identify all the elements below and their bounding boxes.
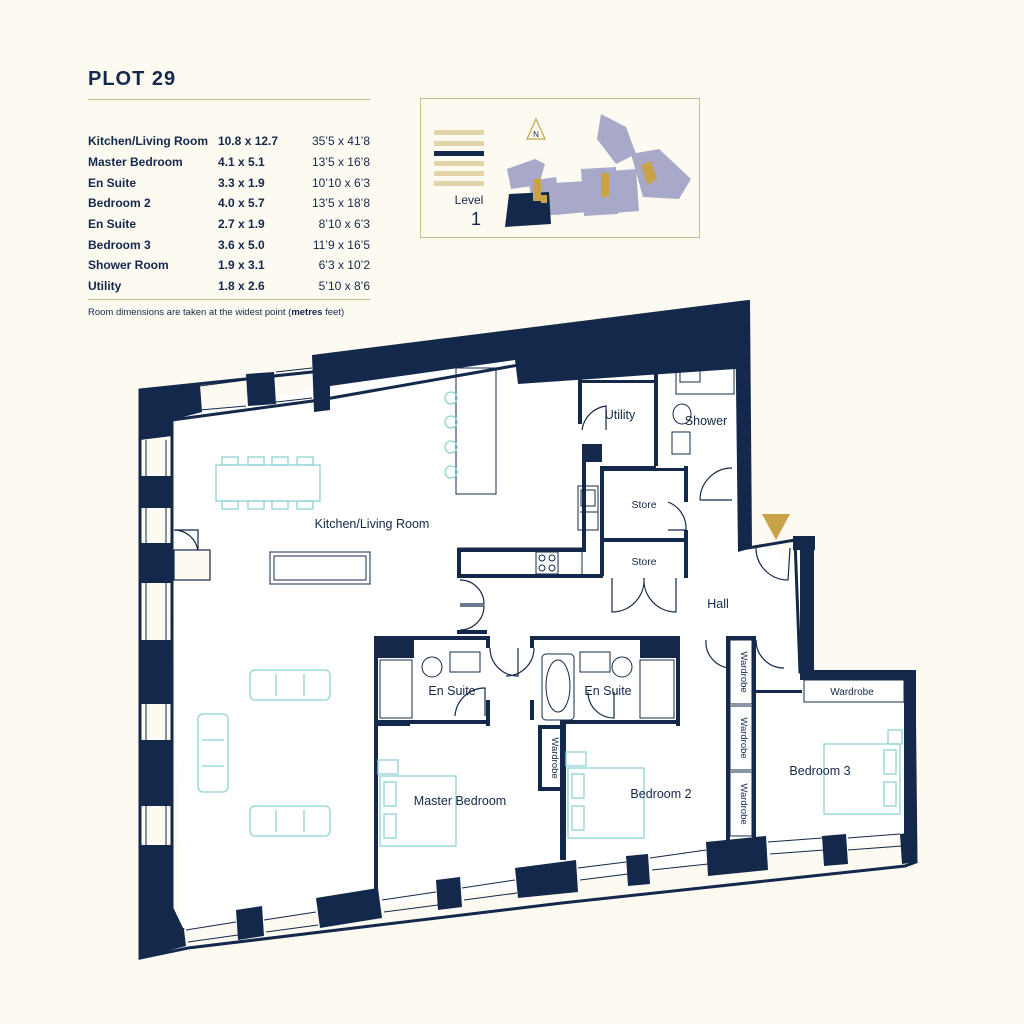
label-wardrobe-bed3: Wardrobe [830, 687, 874, 698]
label-hall: Hall [707, 597, 729, 611]
room-name: Utility [88, 279, 122, 294]
label-wardrobe-b: Wardrobe [738, 717, 749, 758]
label-shower: Shower [685, 414, 727, 428]
room-metres: 3.3 x 1.9 [218, 175, 265, 190]
room-name: Bedroom 3 [88, 237, 151, 252]
room-feet: 5’10 x 8’6 [318, 279, 370, 294]
key-plan-graphic: Level 1 N [434, 114, 691, 229]
label-wardrobe-a: Wardrobe [738, 651, 749, 692]
room-name: En Suite [88, 217, 137, 232]
level-number: 1 [471, 209, 481, 229]
room-name: En Suite [88, 175, 137, 190]
room-metres: 4.1 x 5.1 [218, 155, 265, 170]
kitchen-fixtures [269, 367, 599, 585]
room-metres: 3.6 x 5.0 [218, 237, 265, 252]
level-stack-icon [434, 130, 484, 186]
entrance-marker-icon [762, 514, 790, 540]
level-label: Level [455, 193, 484, 207]
bar-stools [444, 391, 458, 479]
north-label: N [533, 130, 539, 139]
room-name: Master Bedroom [88, 155, 183, 170]
beds [377, 729, 903, 847]
plot-title: PLOT 29 [88, 68, 177, 90]
label-kitchen-living: Kitchen/Living Room [315, 517, 430, 531]
title-rule [88, 99, 370, 100]
north-arrow-icon: N [526, 117, 546, 140]
room-name: Bedroom 2 [88, 196, 151, 211]
schedule-row: Bedroom 3 3.6 x 5.0 11’9 x 16’5 [88, 234, 370, 255]
note-suffix: feet) [322, 307, 345, 318]
key-plan: Level 1 N [420, 98, 700, 238]
label-bedroom-3: Bedroom 3 [789, 764, 850, 778]
windows [145, 367, 903, 943]
schedule-rule [88, 299, 370, 300]
label-en-suite-2: En Suite [584, 684, 631, 698]
label-en-suite-1: En Suite [428, 684, 475, 698]
living-sofas [197, 669, 331, 837]
wardrobes [729, 639, 905, 837]
room-metres: 1.8 x 2.6 [218, 279, 265, 294]
room-feet: 13’5 x 16’8 [311, 155, 370, 170]
doors [173, 405, 791, 719]
plot-highlight [533, 161, 657, 203]
label-wardrobe-c: Wardrobe [738, 783, 749, 824]
room-feet: 11’9 x 16’5 [312, 237, 370, 252]
schedule-row: En Suite 3.3 x 1.9 10’10 x 6’3 [88, 172, 370, 193]
room-feet: 13’5 x 18’8 [311, 196, 370, 211]
dining-table [215, 456, 321, 510]
note-metres: metres [291, 307, 323, 318]
label-master-bedroom: Master Bedroom [414, 794, 506, 808]
room-name: Shower Room [88, 258, 169, 273]
label-utility: Utility [605, 408, 636, 422]
label-bedroom-2: Bedroom 2 [630, 787, 691, 801]
schedule-row: Master Bedroom 4.1 x 5.1 13’5 x 16’8 [88, 152, 370, 173]
room-name: Kitchen/Living Room [88, 134, 208, 149]
room-schedule: Kitchen/Living Room 10.8 x 12.7 35’5 x 4… [88, 131, 370, 297]
room-metres: 10.8 x 12.7 [218, 134, 279, 149]
schedule-row: Utility 1.8 x 2.6 5’10 x 8’6 [88, 276, 370, 297]
room-metres: 1.9 x 3.1 [218, 258, 265, 273]
schedule-row: Shower Room 1.9 x 3.1 6’3 x 10’2 [88, 255, 370, 276]
interior-walls [374, 362, 802, 890]
room-feet: 6’3 x 10’2 [318, 258, 370, 273]
room-metres: 4.0 x 5.7 [218, 196, 265, 211]
room-metres: 2.7 x 1.9 [218, 217, 265, 232]
bathroom-fixtures [379, 363, 735, 721]
outer-walls [138, 300, 918, 960]
room-feet: 8’10 x 6’3 [318, 217, 370, 232]
room-feet: 35’5 x 41’8 [311, 134, 370, 149]
schedule-row: Kitchen/Living Room 10.8 x 12.7 35’5 x 4… [88, 131, 370, 152]
schedule-row: Bedroom 2 4.0 x 5.7 13’5 x 18’8 [88, 193, 370, 214]
label-store-1: Store [631, 499, 656, 511]
label-store-2: Store [631, 556, 656, 568]
label-wardrobe-master: Wardrobe [549, 737, 560, 778]
note-prefix: Room dimensions are taken at the widest … [88, 307, 292, 318]
apartment-floor [170, 318, 905, 930]
dimensions-note: Room dimensions are taken at the widest … [88, 307, 344, 318]
room-feet: 10’10 x 6’3 [311, 175, 370, 190]
schedule-row: En Suite 2.7 x 1.9 8’10 x 6’3 [88, 214, 370, 235]
